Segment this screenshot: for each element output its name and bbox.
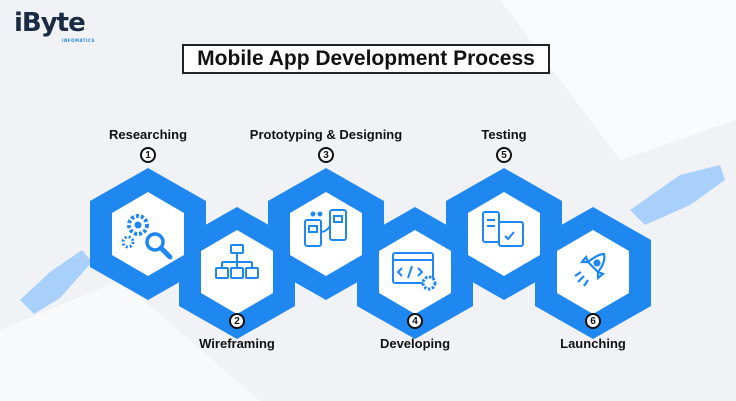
step-4-inner-hex <box>379 230 451 314</box>
background-swoosh <box>0 280 260 401</box>
testing-checklist-icon <box>482 211 524 247</box>
step-1-number: 1 <box>140 147 156 163</box>
step-2-number: 2 <box>229 313 245 329</box>
step-6-label: Launching <box>560 336 626 351</box>
prototype-screens-icon <box>304 209 347 247</box>
brand-tagline: INFOMATICS <box>62 38 95 43</box>
background-swoosh <box>500 0 736 160</box>
brand-name: iByte <box>14 8 86 38</box>
step-6-number: 6 <box>585 313 601 329</box>
step-3-number: 3 <box>318 147 334 163</box>
step-2-inner-hex <box>201 230 273 314</box>
step-3-inner-hex <box>290 192 362 276</box>
flow-tail-left <box>20 250 92 314</box>
rocket-icon <box>574 252 606 287</box>
diagram-title: Mobile App Development Process <box>182 44 550 74</box>
step-5-label: Testing <box>481 127 527 142</box>
step-5-number: 5 <box>496 147 512 163</box>
step-4-label: Developing <box>379 336 451 351</box>
brand-logo: iByte INFOMATICS <box>14 8 94 43</box>
code-window-gear-icon <box>392 252 437 291</box>
step-4-number: 4 <box>407 313 423 329</box>
sitemap-icon <box>215 244 259 279</box>
step-1-label: Researching <box>108 127 188 142</box>
flow-tail-right <box>630 165 725 225</box>
step-2-label: Wireframing <box>199 336 275 351</box>
gears-magnifier-icon <box>121 214 173 260</box>
step-3-label: Prototyping & Designing <box>249 127 403 142</box>
step-6-inner-hex <box>557 230 629 314</box>
